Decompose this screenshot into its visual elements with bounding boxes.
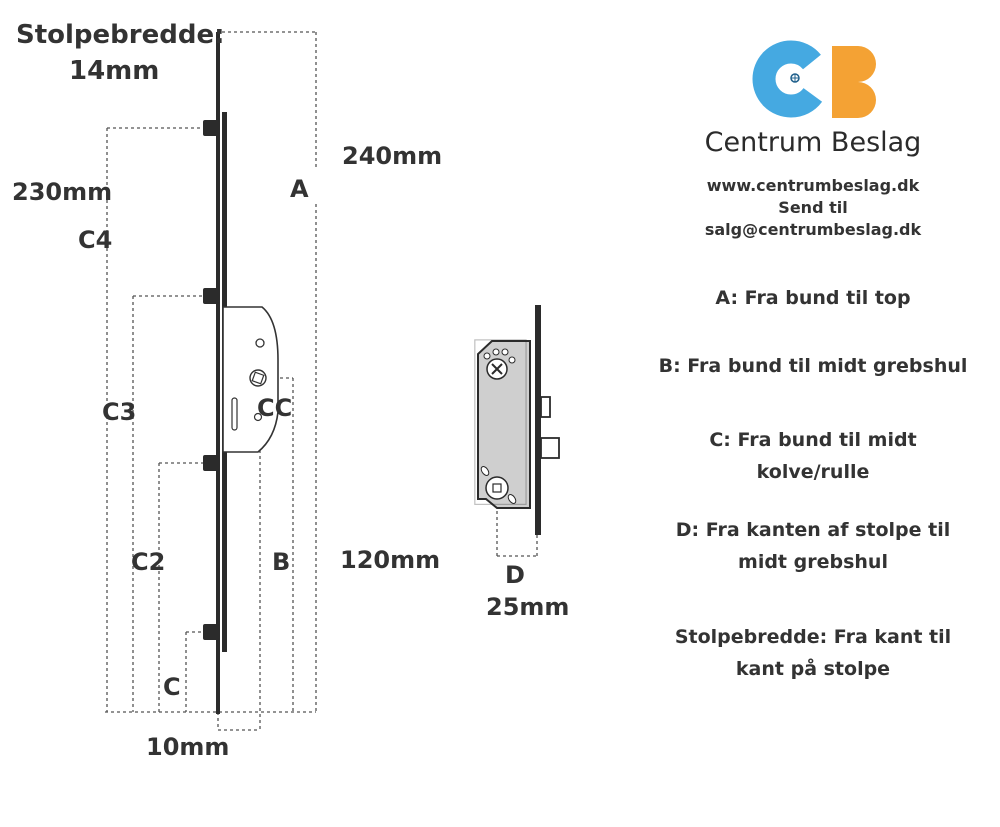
gearbox-slot [231,397,238,431]
lock-body [477,340,531,509]
logo-c-shape [752,40,830,118]
dim-240-label: 240mm [342,142,443,170]
lock-pin-3 [501,348,509,356]
stolpebredde-value: 14mm [69,56,160,86]
dimension-lines [105,31,538,731]
logo-b-shape [832,46,876,118]
lock-pin-4 [508,356,516,364]
multipoint-lock [203,32,279,714]
label-c: C [163,673,181,701]
lock-slot-1 [480,466,490,476]
legend-stolpe: Stolpebredde: Fra kant til kant på stolp… [613,621,1000,685]
brand-email[interactable]: salg@centrumbeslag.dk [704,220,922,239]
spindle-square [251,371,265,385]
bolt-c3 [203,288,219,304]
legend-c-line-1: C: Fra bund til midt [709,429,917,451]
legend-a-line-1: A: Fra bund til top [715,287,911,309]
lock-case [474,305,560,535]
label-c2: C2 [131,548,166,576]
legend-stolpe-line-2: kant på stolpe [735,658,891,680]
lock-faceplate [535,305,541,535]
legend-d: D: Fra kanten af stolpe til midt grebshu… [613,514,1000,578]
lock-pin-2 [492,348,500,356]
label-c3: C3 [102,398,137,426]
dim-25-label: 25mm [486,593,570,621]
cylinder-cross [491,363,503,375]
legend-a: A: Fra bund til top [613,282,1000,314]
bolt-c2 [203,455,219,471]
bolt-c4 [203,120,219,136]
dim-230-label: 230mm [12,178,113,206]
brand-website[interactable]: www.centrumbeslag.dk [706,176,920,195]
lock-body-inner [474,339,527,505]
legend-c: C: Fra bund til midt kolve/rulle [613,424,1000,488]
legend-b: B: Fra bund til midt grebshul [613,350,1000,382]
spindle-hole [249,369,267,387]
lock-slot-2 [507,494,517,504]
label-a: A [290,175,309,203]
dim-120-label: 120mm [340,546,441,574]
faceplate-outer [216,32,220,714]
legend-b-line-1: B: Fra bund til midt grebshul [658,355,968,377]
brand-send-to: Send til [778,198,848,217]
legend-d-line-1: D: Fra kanten af stolpe til [675,519,951,541]
legend-stolpe-line-1: Stolpebredde: Fra kant til [674,626,952,648]
handle-square [492,483,502,493]
legend-d-line-2: midt grebshul [738,551,888,573]
label-b: B [272,548,291,576]
gearbox-hole-bottom [253,412,263,422]
label-d: D [505,561,525,589]
bolt-c [203,624,219,640]
gearbox-hole-top [255,338,265,348]
label-c4: C4 [78,226,113,254]
label-cc: CC [257,394,293,422]
stolpebredde-title: Stolpebredde: [16,20,225,50]
legend-c-line-2: kolve/rulle [756,461,870,483]
lock-pin-1 [483,352,491,360]
dim-10-label: 10mm [146,733,230,761]
centrum-beslag-logo [752,40,876,118]
brand-name: Centrum Beslag [704,127,922,158]
latch-bolt [540,396,551,418]
dead-bolt [540,437,560,459]
